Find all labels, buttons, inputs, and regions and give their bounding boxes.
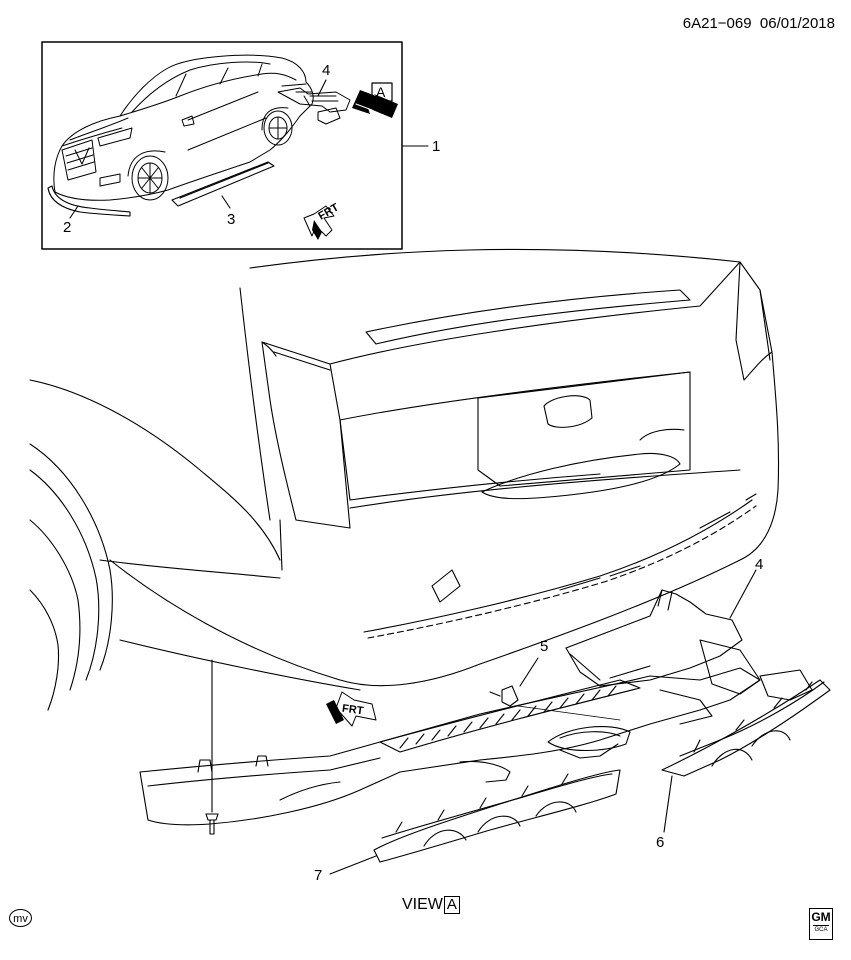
callout-5: 5: [540, 638, 549, 655]
main-frt-arrow: [326, 691, 377, 727]
overview-car: [53, 54, 314, 201]
view-letter: A: [443, 896, 460, 914]
overview-inset: [41, 41, 429, 250]
part-main-rail: [139, 667, 761, 826]
overview-part-2: [47, 185, 131, 217]
callout-2: 2: [63, 219, 72, 236]
leader-7: [329, 855, 377, 875]
callout-7: 7: [314, 867, 323, 884]
part-4-assembly: [565, 589, 813, 725]
overview-view-arrow: [352, 90, 398, 118]
callout-4: 4: [755, 556, 764, 573]
overview-view-letter-box: [371, 82, 393, 102]
part-5-clip: [489, 657, 539, 707]
callout-6: 6: [656, 834, 665, 851]
gm-logo-subtext: GCA: [813, 925, 829, 933]
guide-line: [517, 705, 621, 721]
part-7-bracket: [329, 769, 621, 875]
diagram-code-date: 6A21−069 06/01/2018: [683, 16, 835, 31]
view-label: VIEW: [402, 896, 443, 913]
callout-1: 1: [432, 138, 441, 155]
screw-fastener: [205, 659, 219, 835]
leader-4-overview: [317, 79, 327, 97]
leader-4: [729, 569, 757, 619]
gm-logo: GM GCA: [809, 908, 833, 940]
overview-part-4: [277, 87, 351, 125]
diagram-date: 06/01/2018: [759, 15, 835, 32]
inset-frt-arrow: [303, 205, 335, 240]
part-6-bracket: [661, 679, 831, 833]
leader-6: [663, 775, 673, 833]
callout-4-overview: 4: [322, 62, 331, 79]
gm-logo-text: GM: [811, 910, 831, 924]
overview-part-3: [171, 161, 275, 207]
leader-3: [221, 195, 231, 209]
inset-frame: [41, 41, 403, 250]
overview-view-letter: A: [376, 84, 386, 100]
mv-logo: mv: [9, 909, 32, 927]
diagram-code: 6A21−069: [682, 15, 752, 32]
main-vehicle-rear: [29, 248, 780, 711]
callout-3: 3: [227, 211, 236, 228]
leader-5: [519, 657, 539, 687]
mv-logo-text: mv: [13, 913, 28, 925]
leader-2: [69, 205, 79, 219]
